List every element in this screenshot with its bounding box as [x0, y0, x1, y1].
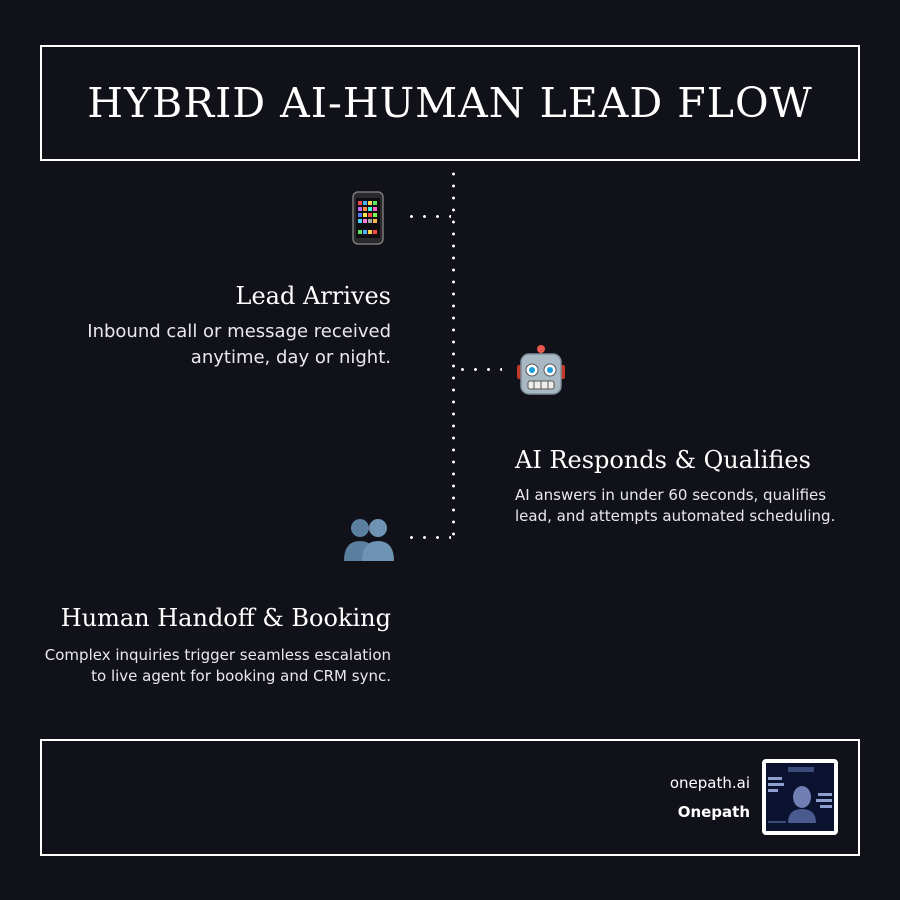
- step-2-connector: [456, 368, 502, 371]
- step-1-description-line-2: anytime, day or night.: [190, 347, 391, 368]
- title-box: HYBRID AI-HUMAN LEAD FLOW: [40, 45, 860, 161]
- step-1-title: Lead Arrives: [235, 282, 391, 310]
- step-3-connector: [405, 536, 451, 539]
- step-3-description-line-2: to live agent for booking and CRM sync.: [91, 667, 391, 685]
- step-3-title: Human Handoff & Booking: [60, 604, 391, 632]
- step-1-description: Inbound call or message received anytime…: [31, 319, 391, 371]
- people-icon: [341, 511, 397, 567]
- step-2-description-line-1: AI answers in under 60 seconds, qualifie…: [515, 486, 827, 504]
- brand-url-link[interactable]: onepath.ai: [669, 774, 750, 792]
- page-title: HYBRID AI-HUMAN LEAD FLOW: [87, 79, 813, 127]
- step-3-description: Complex inquiries trigger seamless escal…: [11, 645, 391, 687]
- footer-box: onepath.ai Onepath: [40, 739, 860, 856]
- step-2-description: AI answers in under 60 seconds, qualifie…: [515, 485, 875, 527]
- mobile-phone-icon: [341, 190, 397, 246]
- brand-name: Onepath: [677, 803, 750, 821]
- timeline-line: [452, 168, 455, 540]
- brand-thumbnail-image: [762, 759, 838, 835]
- step-2-description-line-2: lead, and attempts automated scheduling.: [515, 507, 836, 525]
- step-3-description-line-1: Complex inquiries trigger seamless escal…: [44, 646, 391, 664]
- robot-icon: [513, 343, 569, 399]
- step-1-connector: [405, 215, 451, 218]
- step-2-title: AI Responds & Qualifies: [515, 446, 811, 474]
- step-1-description-line-1: Inbound call or message received: [87, 321, 391, 342]
